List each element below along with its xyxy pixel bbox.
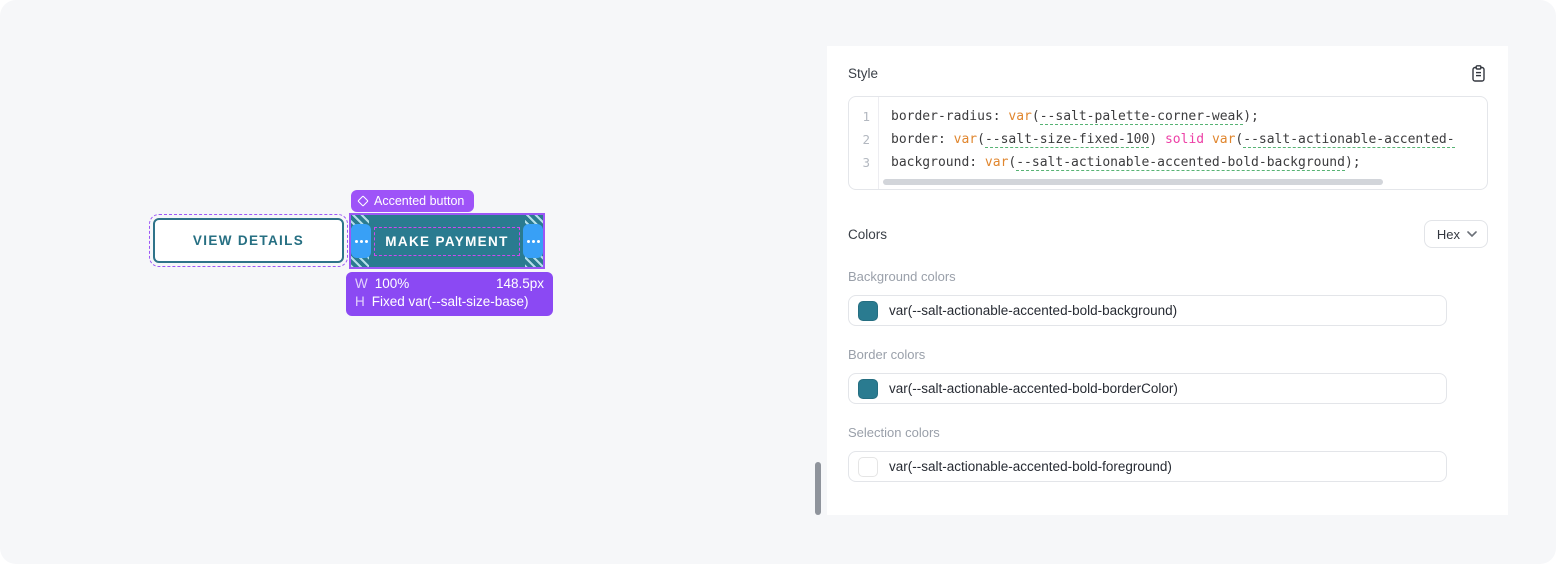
color-format-dropdown[interactable]: Hex [1423, 220, 1488, 248]
color-token-value: var(--salt-actionable-accented-bold-back… [889, 303, 1178, 318]
colors-section-header: Colors Hex [848, 220, 1488, 248]
color-groups: Background colors var(--salt-actionable-a… [848, 269, 1488, 482]
colors-section-title: Colors [848, 226, 888, 242]
code-horizontal-scrollbar[interactable] [883, 179, 1383, 185]
clipboard-icon [1472, 65, 1485, 82]
color-swatch [858, 456, 878, 477]
code-lines: border-radius: var(--salt-palette-corner… [879, 97, 1487, 189]
component-badge-label: Accented button [374, 194, 465, 208]
color-group-label: Border colors [848, 347, 926, 362]
padding-drag-handle-right[interactable] [523, 224, 543, 258]
style-section-header: Style [848, 64, 1488, 83]
padding-drag-handle-left[interactable] [351, 224, 371, 258]
make-payment-label: MAKE PAYMENT [374, 226, 520, 256]
component-diamond-icon [357, 195, 369, 207]
color-token-value: var(--salt-actionable-accented-bold-bord… [889, 381, 1178, 396]
color-group-label: Background colors [848, 269, 956, 284]
code-line: border: var(--salt-size-fixed-100) solid… [891, 132, 1455, 148]
color-group-label: Selection colors [848, 425, 940, 440]
component-badge[interactable]: Accented button [351, 190, 475, 212]
color-swatch [858, 300, 878, 321]
code-line: background: var(--salt-actionable-accent… [891, 155, 1361, 171]
chevron-down-icon [1467, 231, 1477, 237]
copy-code-button[interactable] [1469, 64, 1488, 83]
color-token-row[interactable]: var(--salt-actionable-accented-bold-bord… [848, 373, 1447, 404]
make-payment-button-selection[interactable]: MAKE PAYMENT [349, 213, 545, 269]
view-details-label: VIEW DETAILS [192, 233, 305, 248]
style-section-title: Style [848, 66, 879, 81]
color-swatch [858, 378, 878, 399]
color-token-row[interactable]: var(--salt-actionable-accented-bold-fore… [848, 451, 1447, 482]
color-format-value: Hex [1436, 226, 1460, 242]
width-pixel-value: 148.5px [495, 276, 544, 291]
color-token-value: var(--salt-actionable-accented-bold-fore… [889, 459, 1172, 474]
panel-vertical-scrollbar[interactable] [815, 462, 821, 515]
code-line: border-radius: var(--salt-palette-corner… [891, 109, 1259, 125]
view-details-button[interactable]: VIEW DETAILS [149, 214, 348, 267]
color-token-row[interactable]: var(--salt-actionable-accented-bold-back… [848, 295, 1447, 326]
